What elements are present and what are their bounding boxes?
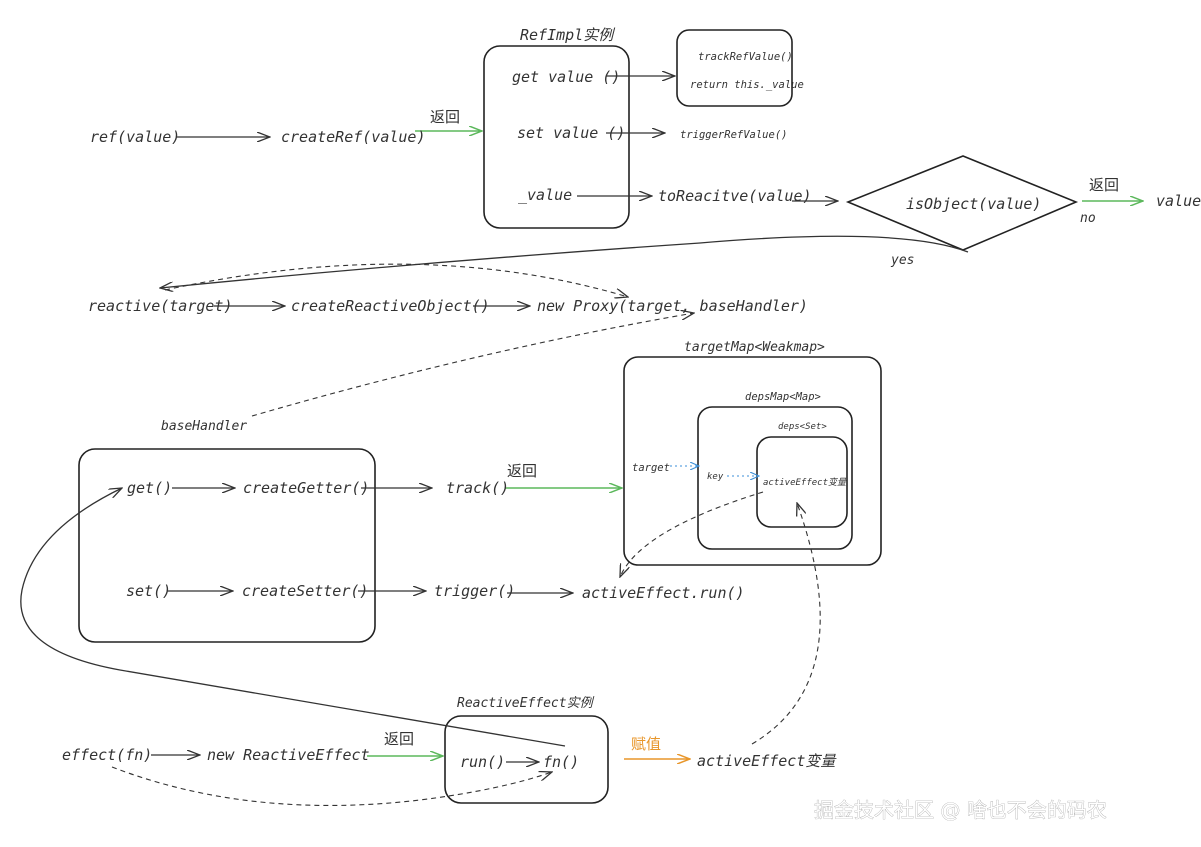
reactive-effect-title: ReactiveEffect实例 xyxy=(457,695,595,711)
reactive-effect-box xyxy=(444,715,609,804)
arrow-fn-to-get-loop xyxy=(20,488,566,747)
node-ref-value: ref(value) xyxy=(90,128,180,146)
node-active-effect-var: activeEffect变量 xyxy=(697,752,837,770)
refimpl-box xyxy=(483,45,630,229)
dash-activeeffect-var-to-deps xyxy=(751,503,821,745)
node-active-effect-run: activeEffect.run() xyxy=(582,584,745,602)
node-set-value: set value () xyxy=(517,124,625,142)
node-trigger-ref-value: triggerRefValue() xyxy=(680,129,787,141)
target-map-box xyxy=(623,356,882,566)
label-no: no xyxy=(1080,211,1096,226)
arrow-isobject-yes-to-reactive xyxy=(160,235,969,288)
label-yes: yes xyxy=(890,253,914,268)
dash-activeeffect-to-run xyxy=(620,491,764,577)
dash-reactive-to-proxy-target xyxy=(164,263,628,297)
node-underscore-value: _value xyxy=(518,186,572,204)
node-get-value: get value () xyxy=(512,68,620,86)
dash-effect-to-fn xyxy=(111,766,552,807)
node-get-fn: get() xyxy=(127,479,172,497)
node-effect-fn: effect(fn) xyxy=(62,746,152,764)
refimpl-title: RefImpl实例 xyxy=(520,26,615,44)
node-new-proxy: new Proxy(target, baseHandler) xyxy=(537,297,808,315)
base-handler-box xyxy=(78,448,376,643)
deps-map-box xyxy=(697,406,853,550)
node-return-this-value: return this._value xyxy=(690,79,804,91)
target-map-title: targetMap<Weakmap> xyxy=(684,340,825,355)
deps-set-title: deps<Set> xyxy=(778,422,827,432)
node-create-reactive-object: createReactiveObject() xyxy=(291,297,490,315)
node-create-ref: createRef(value) xyxy=(281,128,426,146)
label-return-1: 返回 xyxy=(430,108,460,126)
node-create-getter: createGetter() xyxy=(243,479,369,497)
node-new-reactive-effect: new ReactiveEffect xyxy=(207,746,370,764)
node-value-out: value xyxy=(1156,192,1201,210)
node-track: track() xyxy=(446,479,509,497)
label-assign: 赋值 xyxy=(631,735,661,753)
node-trigger: trigger() xyxy=(434,582,515,600)
node-set-fn: set() xyxy=(126,582,171,600)
node-run-fn: run() xyxy=(460,753,505,771)
node-fn-call: fn() xyxy=(543,753,579,771)
node-key-label: key xyxy=(707,472,724,482)
node-reactive-target: reactive(target) xyxy=(88,297,233,315)
label-return-4: 返回 xyxy=(384,730,414,748)
is-object-diamond xyxy=(845,155,1079,251)
deps-map-title: depsMap<Map> xyxy=(745,391,821,403)
node-is-object: isObject(value) xyxy=(906,195,1041,213)
dash-basehandler-to-proxy xyxy=(251,313,694,417)
node-create-setter: createSetter() xyxy=(242,582,368,600)
base-handler-title: baseHandler xyxy=(161,419,247,434)
node-target-label: target xyxy=(632,462,670,474)
node-active-effect-var-small: activeEffect变量 xyxy=(763,477,847,488)
label-return-2: 返回 xyxy=(1089,176,1119,194)
node-track-ref-value: trackRefValue() xyxy=(698,51,793,63)
node-to-reactive: toReacitve(value) xyxy=(658,187,812,205)
track-ref-box xyxy=(676,29,793,107)
deps-set-box xyxy=(756,436,848,528)
watermark: 掘金技术社区 @ 啥也不会的码农 xyxy=(814,798,1107,822)
label-return-3: 返回 xyxy=(507,462,537,480)
